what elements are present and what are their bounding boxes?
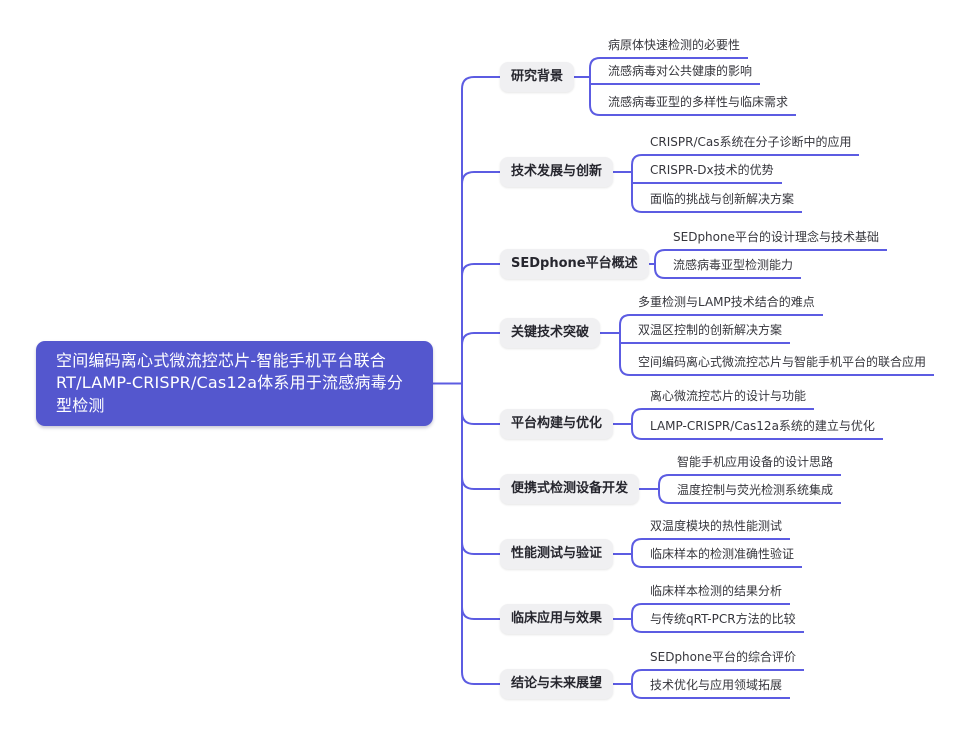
child-node[interactable]: 流感病毒亚型检测能力 [665,257,802,279]
branch-node-conclusion-outlook[interactable]: 结论与未来展望 [500,669,614,699]
child-node[interactable]: 温度控制与荧光检测系统集成 [669,482,842,504]
branch-node-tech-development[interactable]: 技术发展与创新 [500,157,614,187]
child-node[interactable]: 离心微流控芯片的设计与功能 [642,388,815,410]
child-node[interactable]: 面临的挑战与创新解决方案 [642,191,803,213]
child-node[interactable]: CRISPR/Cas系统在分子诊断中的应用 [642,134,860,156]
branch-node-key-breakthroughs[interactable]: 关键技术突破 [500,318,601,348]
mindmap-root-node[interactable]: 空间编码离心式微流控芯片-智能手机平台联合RT/LAMP-CRISPR/Cas1… [36,341,433,427]
child-node[interactable]: LAMP-CRISPR/Cas12a系统的建立与优化 [642,418,883,440]
child-node[interactable]: 双温区控制的创新解决方案 [630,322,791,344]
child-node[interactable]: CRISPR-Dx技术的优势 [642,162,782,184]
child-node[interactable]: 空间编码离心式微流控芯片与智能手机平台的联合应用 [630,354,935,376]
child-node[interactable]: 与传统qRT-PCR方法的比较 [642,611,804,633]
branch-node-portable-device[interactable]: 便携式检测设备开发 [500,474,640,504]
child-node[interactable]: 流感病毒亚型的多样性与临床需求 [600,94,797,116]
child-node[interactable]: 多重检测与LAMP技术结合的难点 [630,294,823,316]
branch-node-sedphone-overview[interactable]: SEDphone平台概述 [500,249,649,279]
branch-node-clinical-application[interactable]: 临床应用与效果 [500,604,614,634]
child-node[interactable]: 临床样本检测的结果分析 [642,583,791,605]
child-node[interactable]: SEDphone平台的综合评价 [642,649,804,671]
child-node[interactable]: 技术优化与应用领域拓展 [642,677,791,699]
child-node[interactable]: SEDphone平台的设计理念与技术基础 [665,229,887,251]
child-node[interactable]: 双温度模块的热性能测试 [642,518,791,540]
child-node[interactable]: 临床样本的检测准确性验证 [642,546,803,568]
child-node[interactable]: 病原体快速检测的必要性 [600,37,749,59]
branch-node-platform-build[interactable]: 平台构建与优化 [500,409,614,439]
child-node[interactable]: 流感病毒对公共健康的影响 [600,63,761,85]
branch-node-research-background[interactable]: 研究背景 [500,62,575,92]
branch-node-performance-testing[interactable]: 性能测试与验证 [500,539,614,569]
child-node[interactable]: 智能手机应用设备的设计思路 [669,454,842,476]
